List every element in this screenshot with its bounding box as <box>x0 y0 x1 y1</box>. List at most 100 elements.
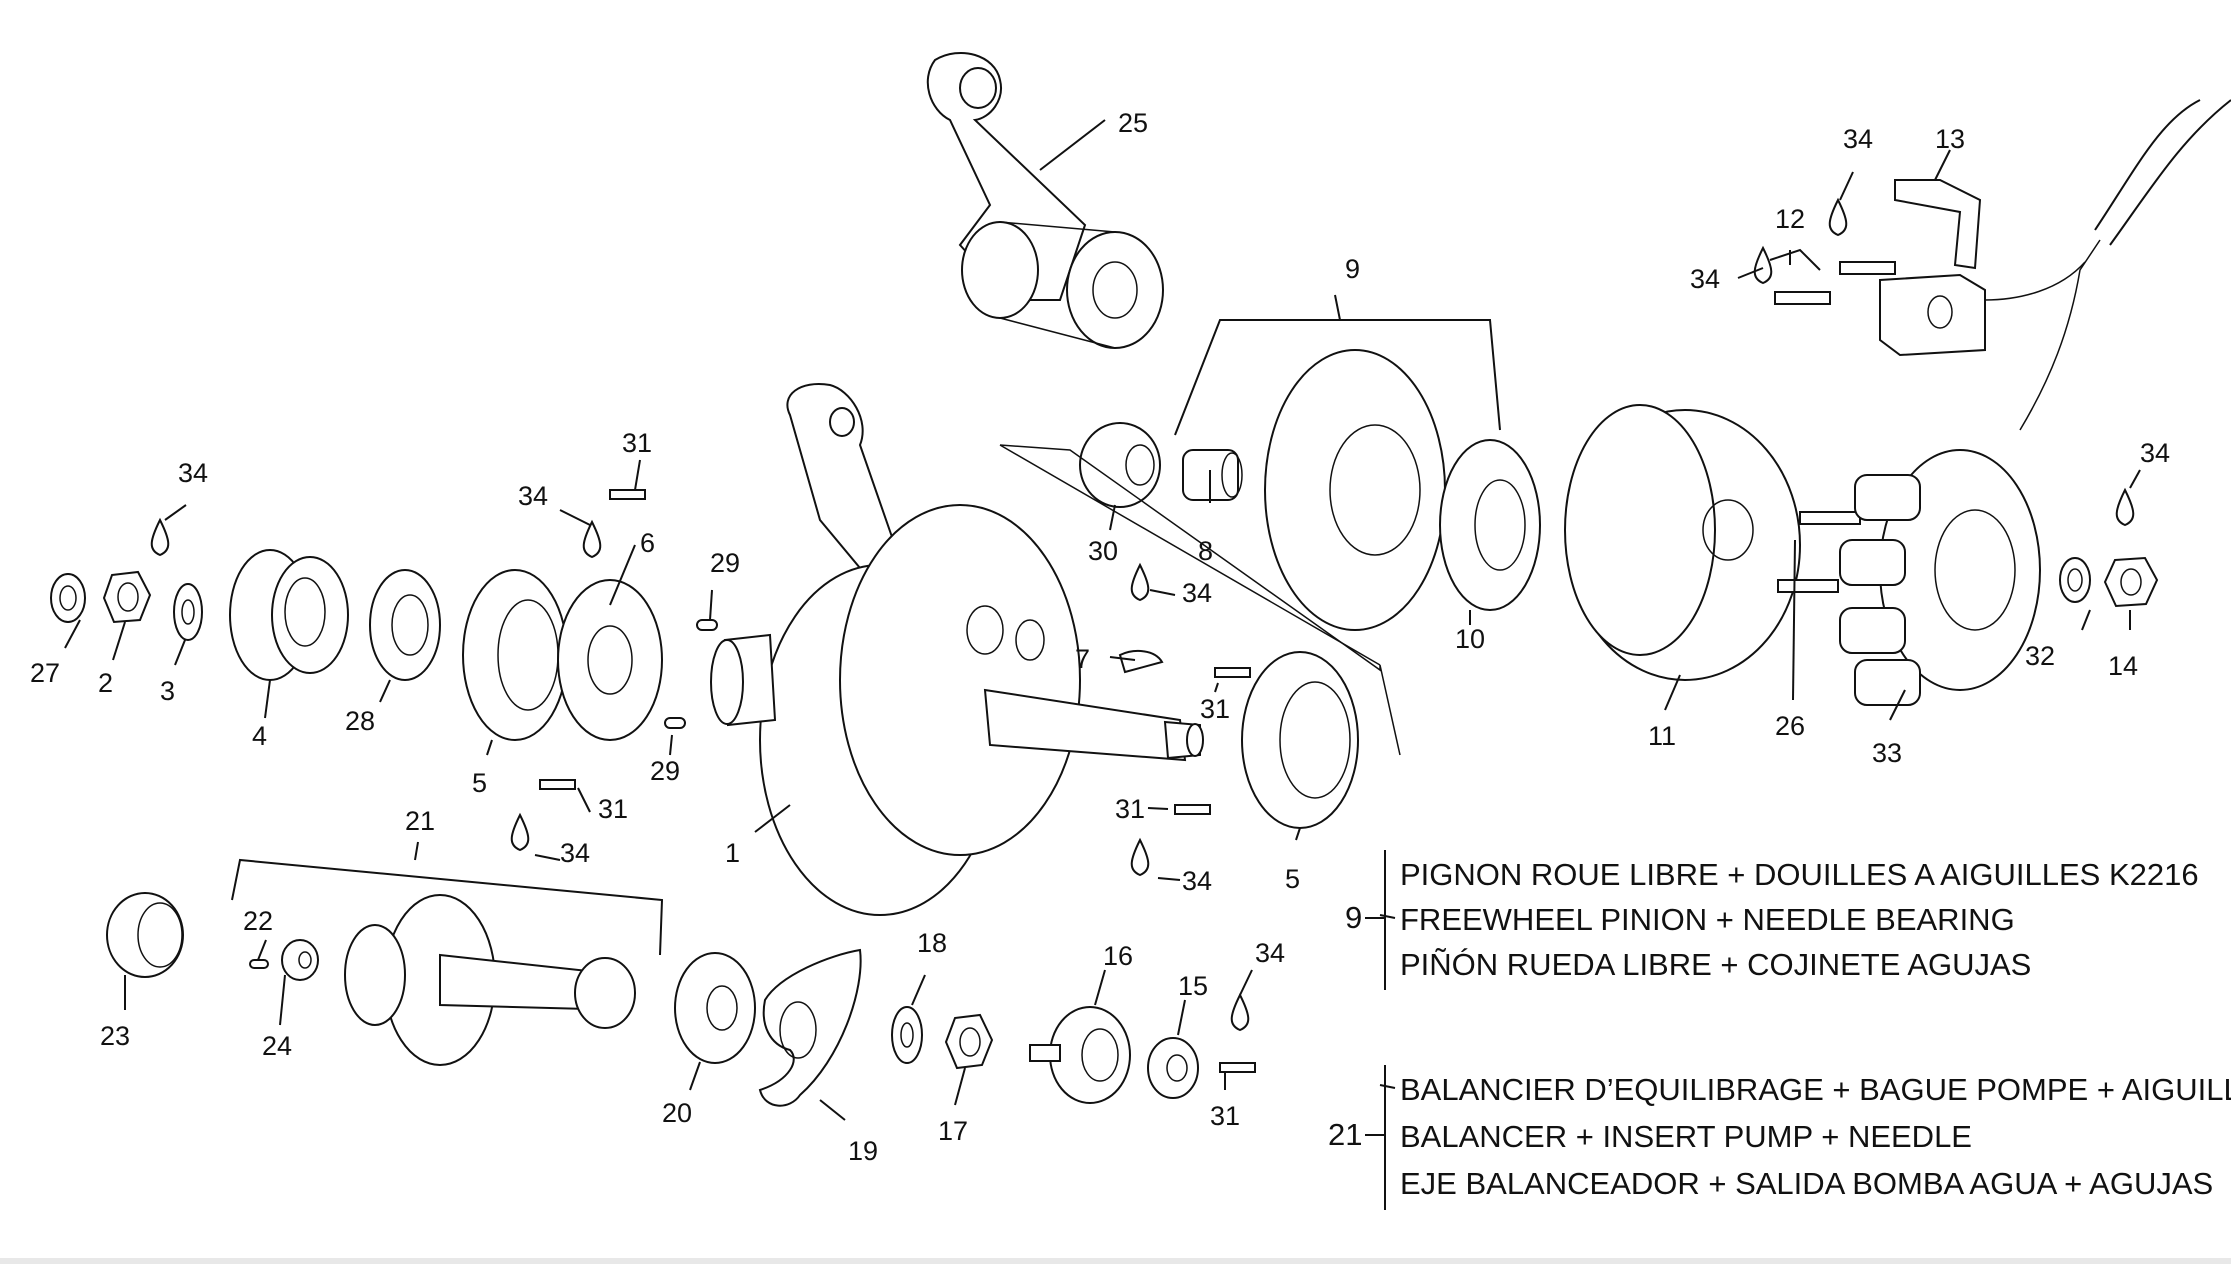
oil-drop-icon <box>1753 245 1773 285</box>
callout-17: 17 <box>938 1116 968 1146</box>
part-washer-18 <box>891 1006 923 1064</box>
callout-5: 5 <box>472 768 487 798</box>
callout-34: 34 <box>2140 438 2170 468</box>
part-pins-29 <box>664 619 718 729</box>
part-screws-31 <box>539 489 1256 1073</box>
callout-10: 10 <box>1455 624 1485 654</box>
callout-16: 16 <box>1103 941 1133 971</box>
callout-22: 22 <box>243 906 273 936</box>
legend-9-line-fr: PIGNON ROUE LIBRE + DOUILLES A AIGUILLES… <box>1400 857 2199 892</box>
part-connecting-rod-25 <box>926 51 1164 349</box>
callout-29: 29 <box>710 548 740 578</box>
oil-drop-icon <box>150 517 170 557</box>
oil-drop-icon <box>2115 487 2135 527</box>
part-nut-17 <box>944 1013 994 1070</box>
part-washer-32 <box>2059 557 2091 603</box>
callout-34: 34 <box>1843 124 1873 154</box>
oil-drop-icon <box>582 519 602 559</box>
callout-30: 30 <box>1088 536 1118 566</box>
callout-32: 32 <box>2025 641 2055 671</box>
part-nut-14 <box>2103 556 2159 608</box>
callout-labels: 25 9 34 31 34 6 29 29 30 8 34 7 31 31 34… <box>30 108 2170 1166</box>
callout-4: 4 <box>252 721 267 751</box>
callout-31: 31 <box>1210 1101 1240 1131</box>
callout-31: 31 <box>1115 794 1145 824</box>
oil-drop-icons <box>150 197 2135 1032</box>
callout-18: 18 <box>917 928 947 958</box>
part-freewheel-10 <box>1439 439 1541 611</box>
callout-34: 34 <box>560 838 590 868</box>
callout-24: 24 <box>262 1031 292 1061</box>
part-27 <box>50 573 86 623</box>
legend-21-line-en: BALANCER + INSERT PUMP + NEEDLE <box>1400 1119 1972 1154</box>
part-key-7 <box>1118 649 1164 674</box>
part-bearing-5-right <box>1241 651 1359 829</box>
callout-27: 27 <box>30 658 60 688</box>
part-gear-6 <box>557 579 663 741</box>
legend-21-line-es: EJE BALANCEADOR + SALIDA BOMBA AGUA + AG… <box>1400 1166 2213 1201</box>
callout-3: 3 <box>160 676 175 706</box>
callout-23: 23 <box>100 1021 130 1051</box>
part-pin-22 <box>249 959 269 969</box>
legend-group-9: 9 PIGNON ROUE LIBRE + DOUILLES A AIGUILL… <box>1345 850 2199 990</box>
callout-31: 31 <box>1200 694 1230 724</box>
callout-31: 31 <box>598 794 628 824</box>
callout-15: 15 <box>1178 971 1208 1001</box>
callout-33: 33 <box>1872 738 1902 768</box>
wiring-harness <box>1984 99 2231 431</box>
callout-1: 1 <box>725 838 740 868</box>
part-gear-4 <box>229 549 349 681</box>
callout-11: 11 <box>1648 721 1676 751</box>
callout-9: 9 <box>1345 254 1360 284</box>
callout-6: 6 <box>640 528 655 558</box>
legend-ref-9: 9 <box>1345 900 1362 935</box>
callout-20: 20 <box>662 1098 692 1128</box>
callout-19: 19 <box>848 1136 878 1166</box>
part-bearing-5-left <box>462 569 568 741</box>
oil-drop-icon <box>1230 992 1250 1032</box>
legend-group-21: 21 BALANCIER D’EQUILIBRAGE + BAGUE POMPE… <box>1328 1065 2231 1210</box>
callout-34: 34 <box>1690 264 1720 294</box>
callout-8: 8 <box>1198 536 1213 566</box>
part-freewheel-pinion-9 <box>1264 349 1446 631</box>
callout-34: 34 <box>178 458 208 488</box>
callout-26: 26 <box>1775 711 1805 741</box>
oil-drop-icon <box>1130 837 1150 877</box>
part-seal-30 <box>1079 422 1161 508</box>
part-bearing-15 <box>1147 1037 1199 1099</box>
callout-7: 7 <box>1075 644 1090 674</box>
part-crankshaft-1 <box>710 383 1204 916</box>
part-balancer-weight-19 <box>758 948 862 1107</box>
callout-12: 12 <box>1775 204 1805 234</box>
callout-14: 14 <box>2108 651 2138 681</box>
part-balancer-shaft-21 <box>344 894 636 1066</box>
part-needle-bearing-23 <box>106 892 184 978</box>
callout-34: 34 <box>1182 866 1212 896</box>
part-stator-33 <box>1839 449 2041 706</box>
part-impeller-16 <box>1029 1006 1131 1104</box>
legend-21-line-fr: BALANCIER D’EQUILIBRAGE + BAGUE POMPE + … <box>1400 1072 2231 1107</box>
part-bushing-24 <box>281 939 319 981</box>
part-screws-12 <box>1774 261 1896 305</box>
part-screws-26 <box>1777 511 1861 593</box>
oil-drop-icon <box>1130 562 1150 602</box>
callout-28: 28 <box>345 706 375 736</box>
part-bearing-20 <box>674 952 756 1064</box>
callout-13: 13 <box>1935 124 1965 154</box>
leader-lines <box>64 119 2141 1121</box>
callout-31: 31 <box>622 428 652 458</box>
legend-ref-21: 21 <box>1328 1117 1362 1152</box>
oil-drop-icon <box>510 812 530 852</box>
oil-drop-icon <box>1828 197 1848 237</box>
callout-5: 5 <box>1285 864 1300 894</box>
part-washer-3 <box>173 583 203 641</box>
part-rotor-11 <box>1564 404 1801 681</box>
callout-34: 34 <box>1182 578 1212 608</box>
callout-21: 21 <box>405 806 435 836</box>
callout-25: 25 <box>1118 108 1148 138</box>
callout-34: 34 <box>518 481 548 511</box>
page-bottom-divider <box>0 1258 2231 1264</box>
callout-2: 2 <box>98 668 113 698</box>
part-nut-2 <box>102 570 152 624</box>
